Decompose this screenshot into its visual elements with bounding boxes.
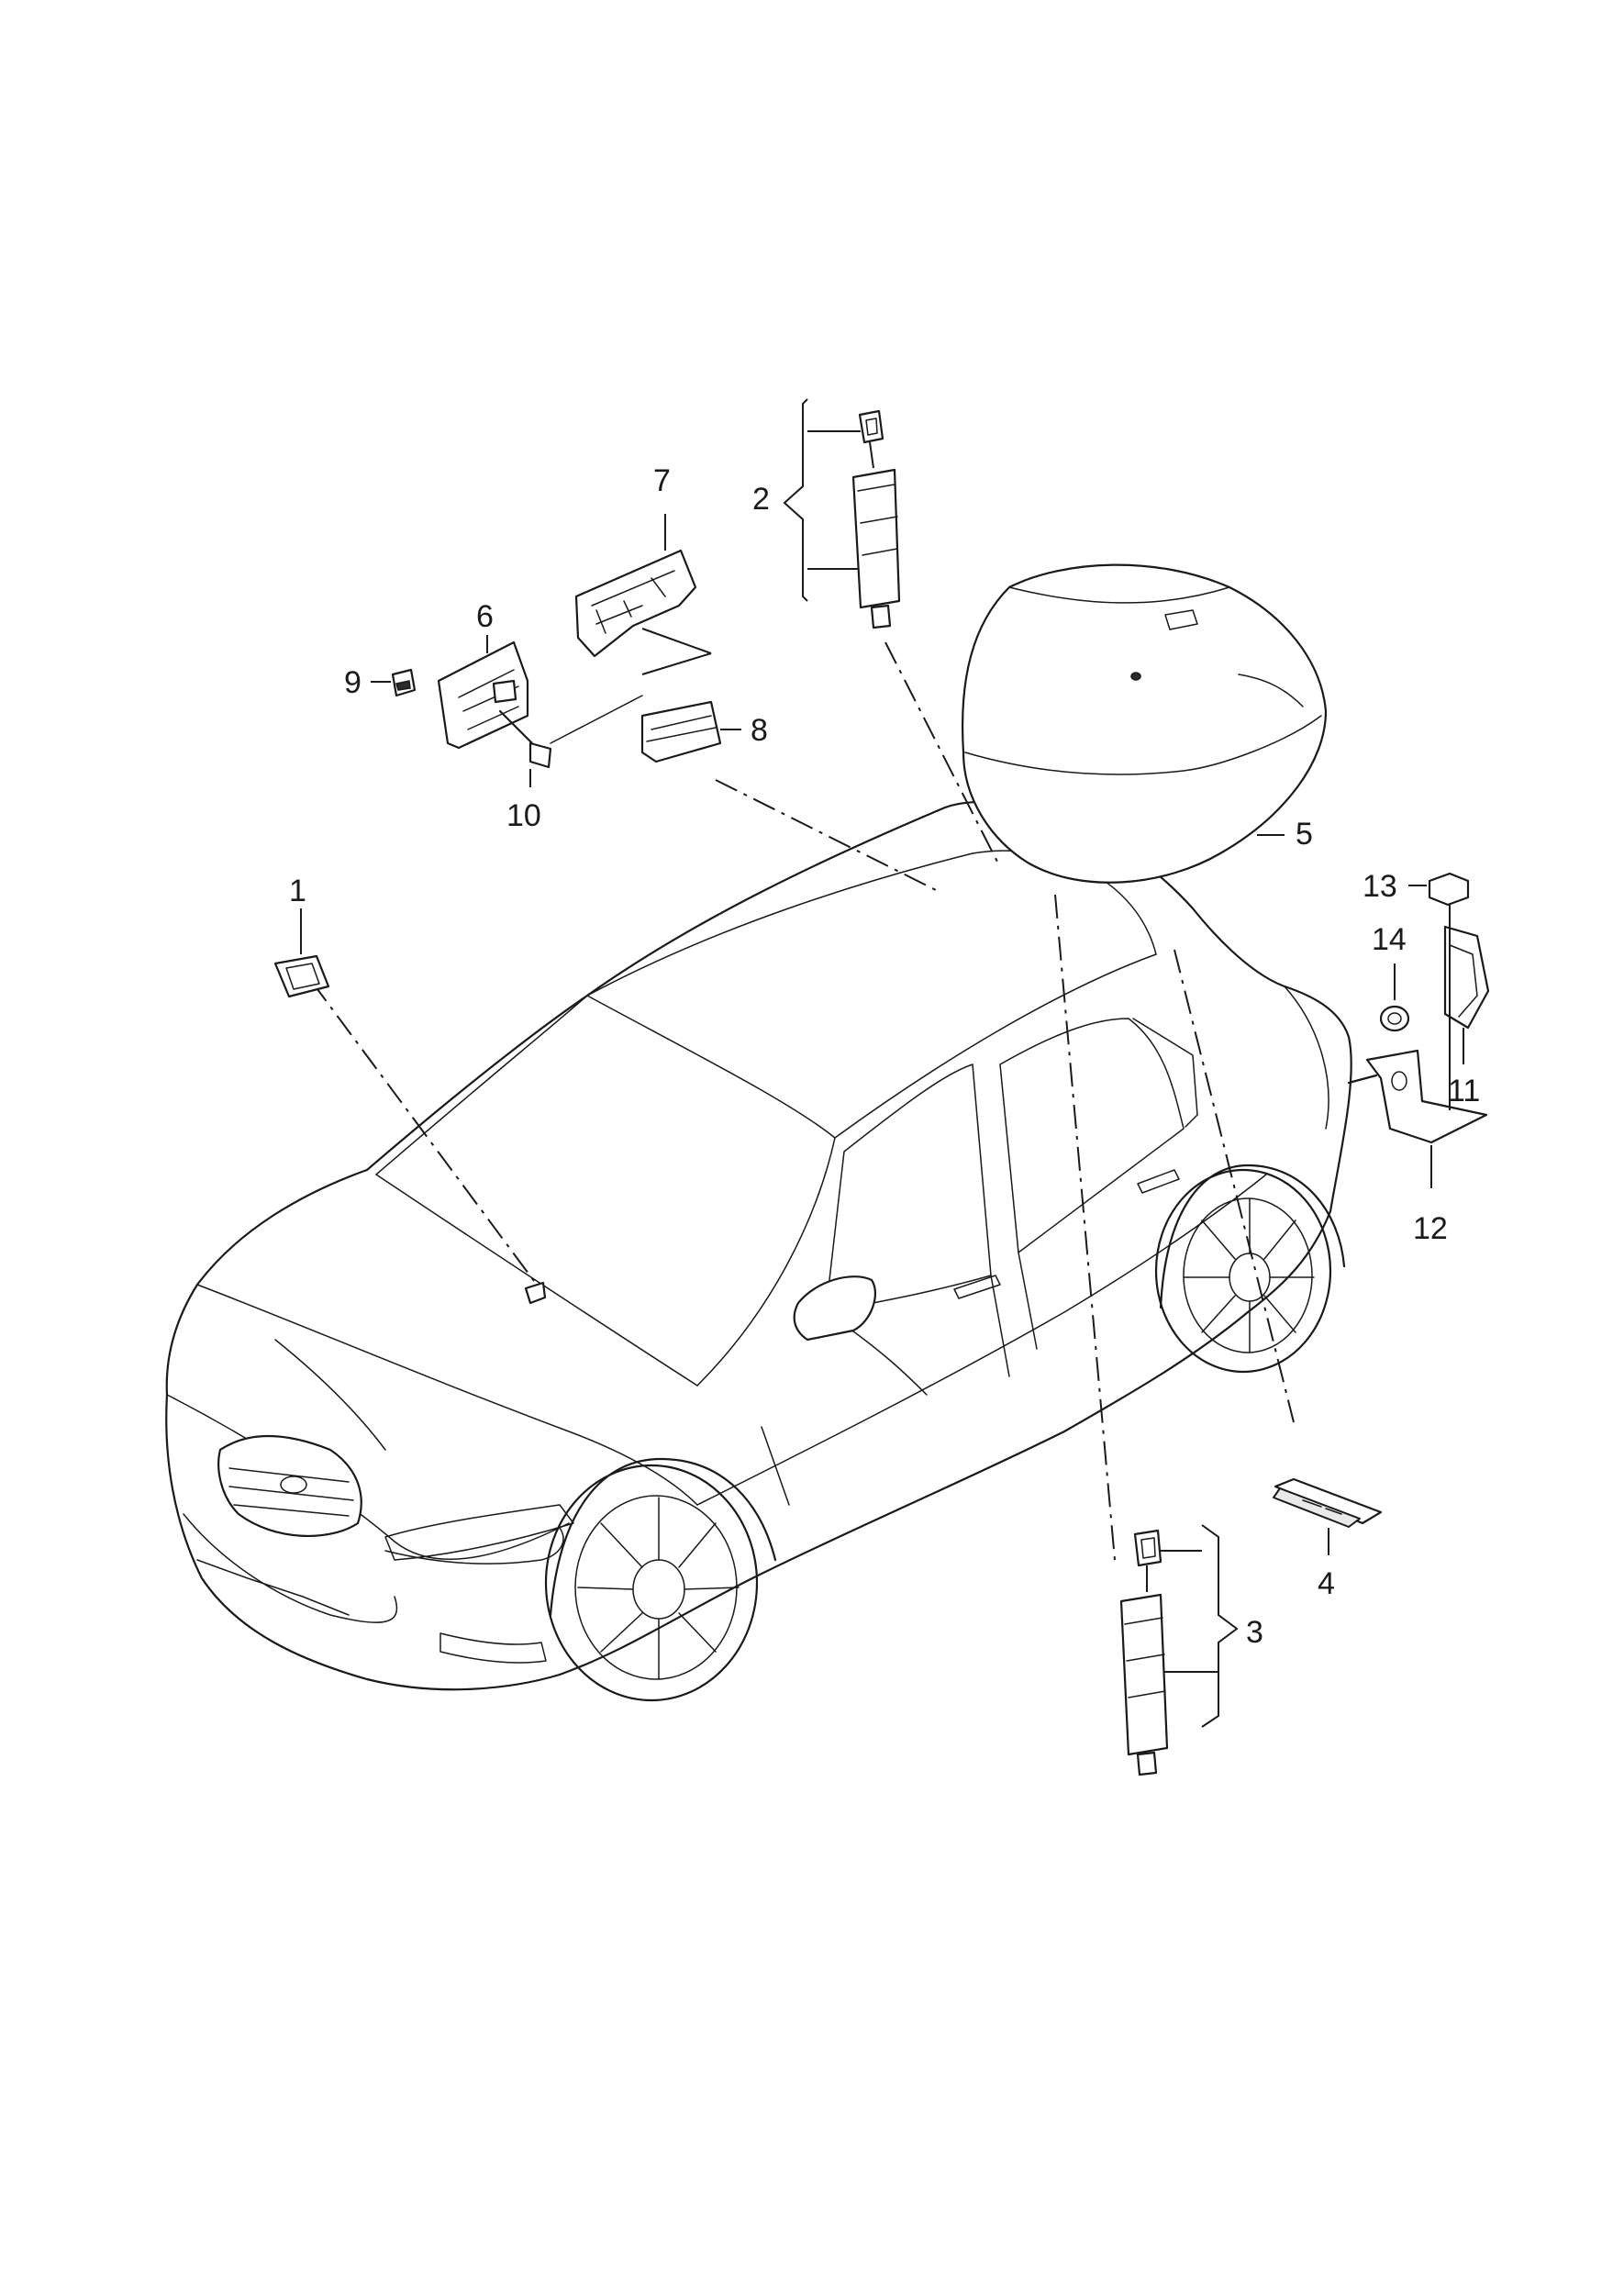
- part-13-nut: [1408, 872, 1470, 1110]
- car-illustration: [165, 800, 1352, 1702]
- assembly-leader-lines: [311, 641, 1295, 1561]
- part-5-cover: [961, 563, 1328, 884]
- callout-labels: 1 2 3 4 5 6 7 8 9 10 11 12 13 14: [289, 463, 1480, 1650]
- part-8-control-unit: [640, 652, 741, 763]
- part-9-clip: [371, 668, 417, 697]
- callout-7: 7: [653, 463, 671, 498]
- callout-11: 11: [1448, 1074, 1480, 1108]
- part-3-antenna-module: [1119, 1524, 1239, 1776]
- callout-5: 5: [1296, 817, 1313, 852]
- callout-2: 2: [752, 482, 770, 517]
- callout-9: 9: [344, 665, 362, 700]
- part-2-antenna-module: [783, 398, 901, 629]
- part-10-screw: [498, 695, 643, 787]
- part-4-sill-trim: [1273, 1477, 1383, 1555]
- callout-12: 12: [1413, 1211, 1448, 1246]
- callout-14: 14: [1372, 922, 1407, 957]
- callout-13: 13: [1363, 869, 1397, 904]
- part-12-mounting-bracket: [1347, 1049, 1488, 1188]
- part-14-grommet: [1379, 963, 1410, 1032]
- callout-1: 1: [289, 874, 306, 908]
- callout-6: 6: [476, 599, 494, 634]
- part-1-sensor: [273, 908, 330, 998]
- callout-3: 3: [1246, 1615, 1263, 1650]
- callout-8: 8: [751, 713, 768, 748]
- callout-4: 4: [1318, 1566, 1335, 1601]
- part-7-holder: [574, 514, 712, 658]
- part-11-bracket: [1443, 925, 1490, 1064]
- callout-10: 10: [506, 798, 541, 833]
- part-6-bracket: [437, 635, 529, 750]
